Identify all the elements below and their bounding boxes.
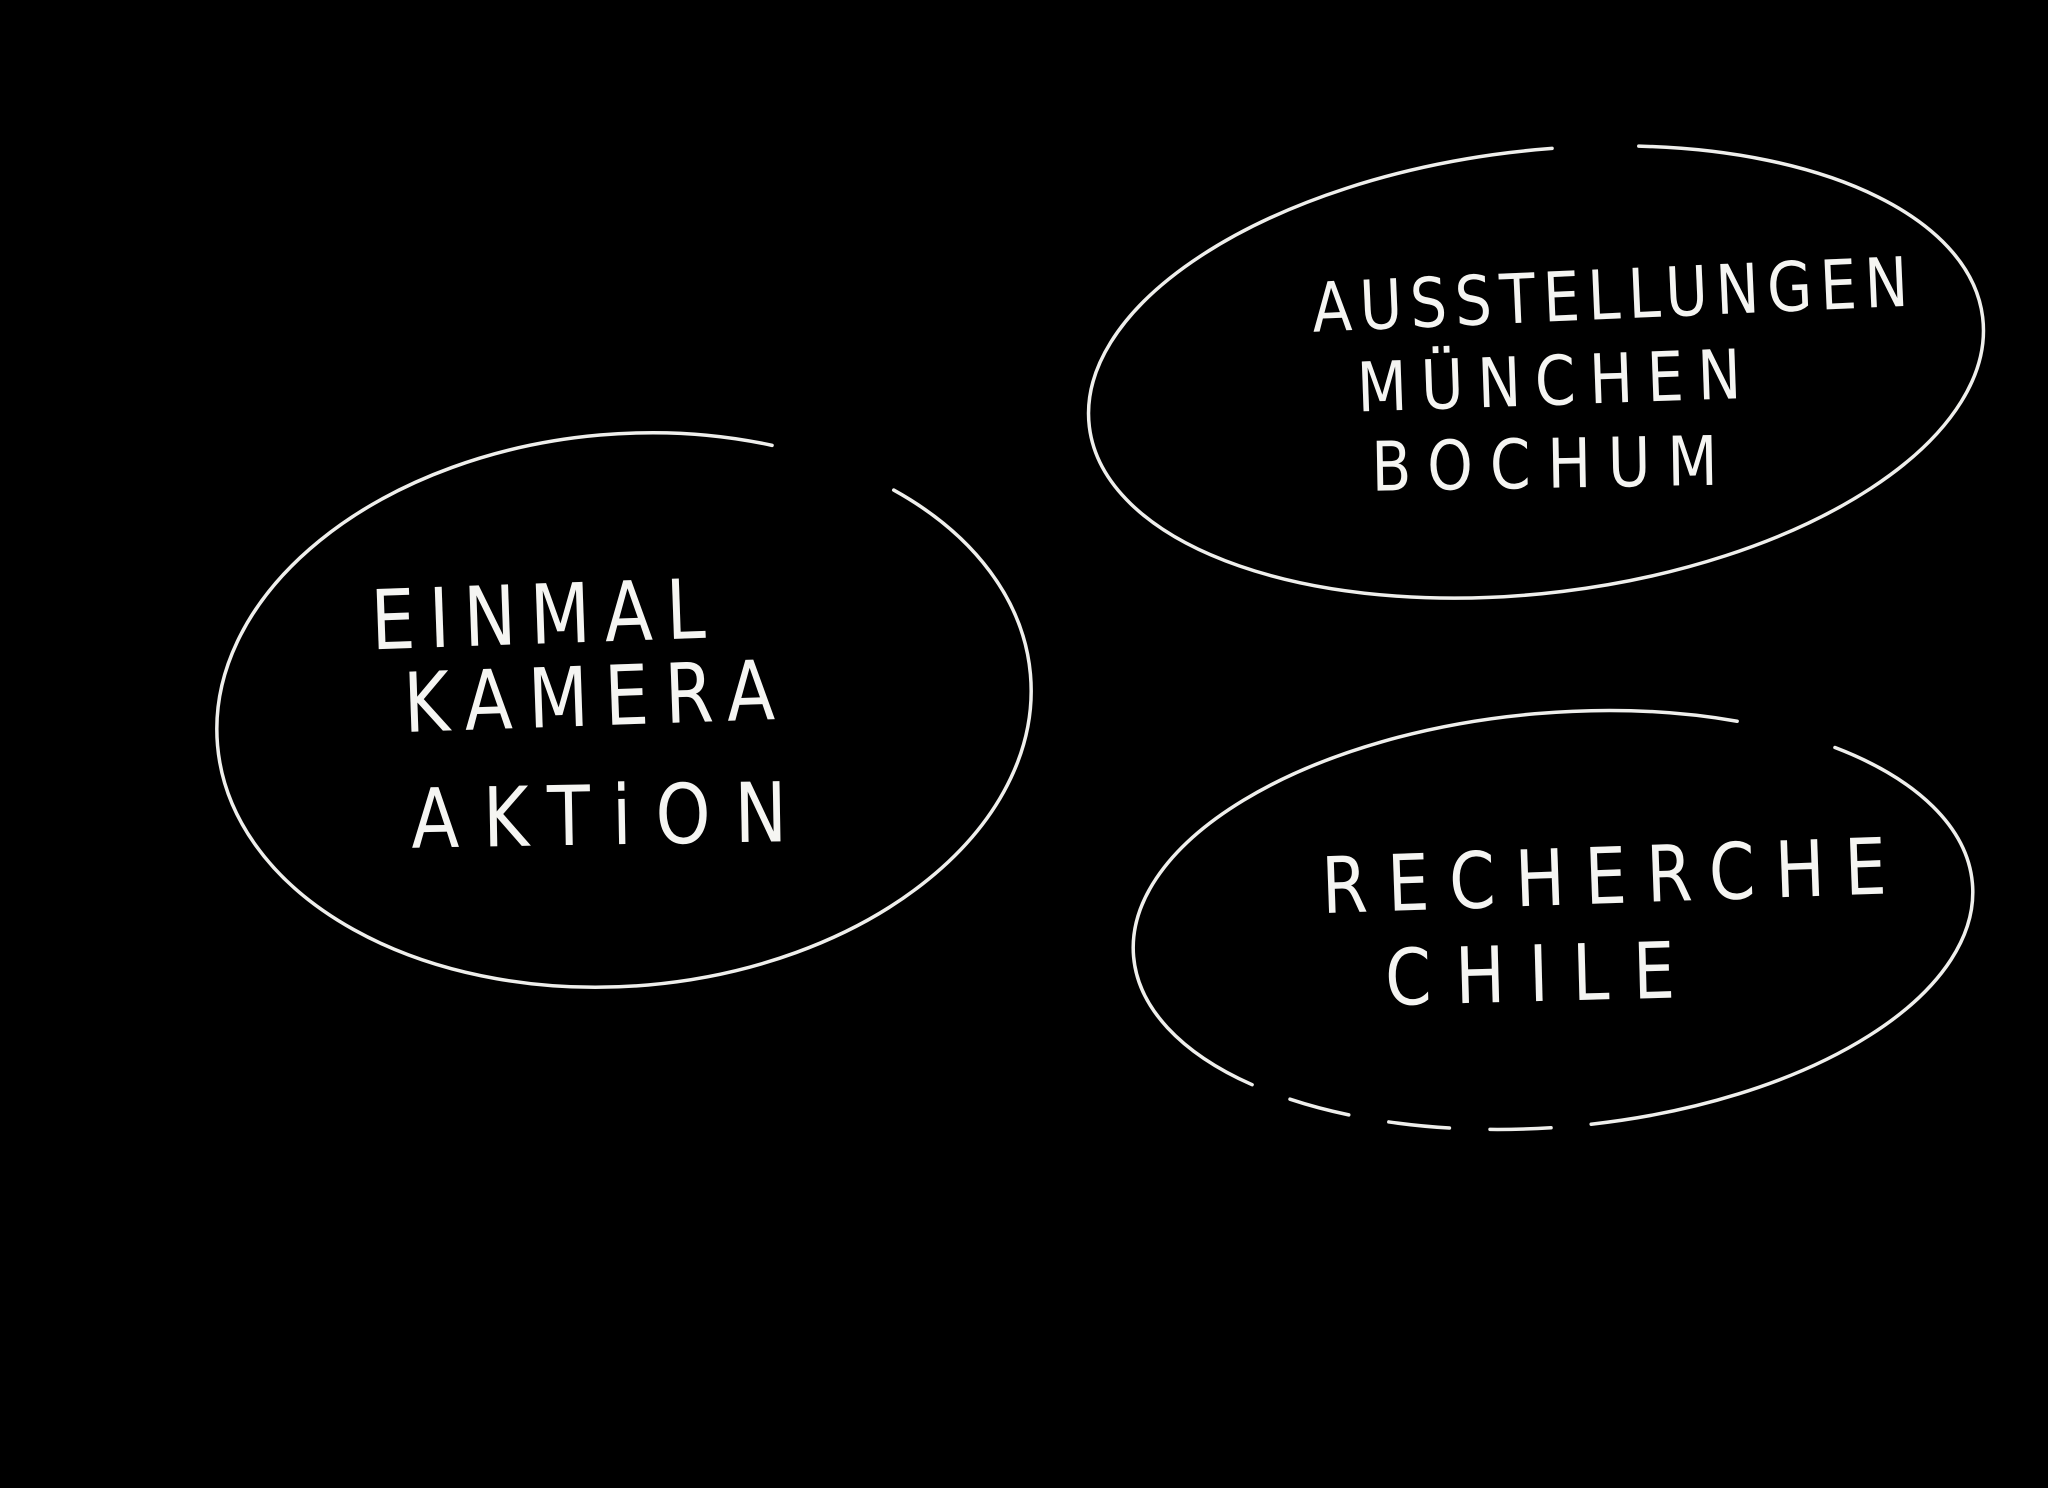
bubble-einmal-line-2: KAMERA [401, 641, 793, 753]
bubble-ausstellungen-line-2: MÜNCHEN [1355, 333, 1757, 429]
bubble-recherche-line-1: RECHERCHE [1320, 820, 1908, 933]
bubble-recherche-line-2: CHILE [1384, 924, 1700, 1024]
bubble-einmal-line-3: AKTiON [410, 764, 812, 868]
bubble-outline-recherche-chile [1131, 708, 1975, 1132]
bubble-outline-ausstellungen-muenchen-bochum [1086, 144, 1986, 600]
bubble-ausstellungen-line-3: BOCHUM [1370, 420, 1736, 508]
bubble-outline-einmal-kamera-aktion [215, 431, 1033, 989]
